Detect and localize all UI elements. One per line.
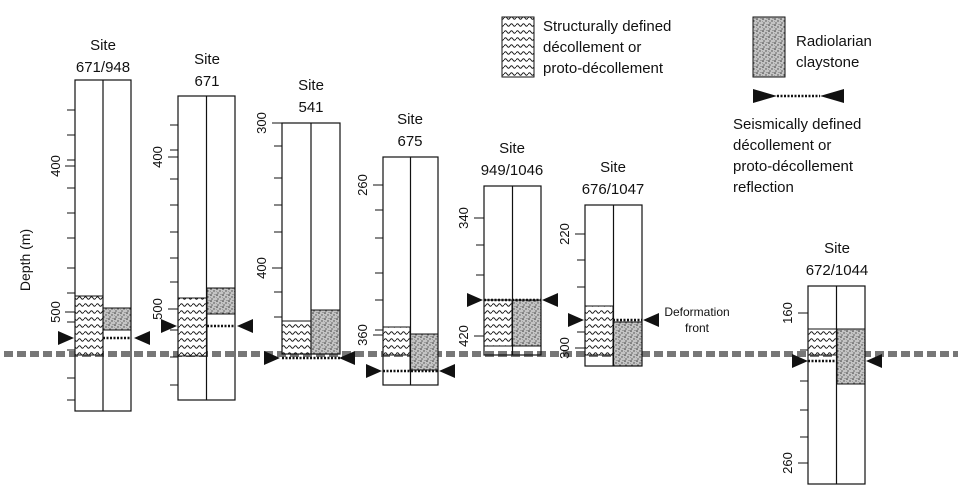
site-title-line: 676/1047 bbox=[582, 181, 645, 198]
site-title-line: Site bbox=[194, 51, 220, 68]
seismic-arrow-left bbox=[58, 331, 74, 345]
site-title-line: 541 bbox=[298, 99, 323, 116]
legend-seismic-line-2: décollement or bbox=[733, 137, 831, 154]
depth-tick-label: 160 bbox=[780, 302, 795, 324]
radiolarian-claystone-zone bbox=[511, 299, 542, 347]
legend-seismic-line-1: Seismically defined bbox=[733, 116, 861, 133]
structural-decollement-zone bbox=[807, 328, 838, 356]
legend-seismic-symbol bbox=[753, 89, 844, 103]
legend-structural-swatch bbox=[501, 16, 535, 78]
deformation-front-label-2: front bbox=[685, 321, 710, 335]
depth-tick-label: 260 bbox=[780, 452, 795, 474]
site-title-line: Site bbox=[397, 111, 423, 128]
legend-structural-line-1: Structurally defined bbox=[543, 18, 671, 35]
site-column-4: Site 675 260 360 bbox=[355, 111, 455, 386]
depth-tick-label: 400 bbox=[48, 155, 63, 177]
legend: Structurally defined décollement or prot… bbox=[501, 16, 872, 196]
legend-structural-line-3: proto-décollement bbox=[543, 60, 664, 77]
site-title-line: Site bbox=[298, 77, 324, 94]
site-title-line: Site bbox=[824, 240, 850, 257]
site-column-3: Site 541 300 400 bbox=[254, 77, 355, 365]
radiolarian-claystone-zone bbox=[310, 309, 341, 355]
radiolarian-claystone-zone bbox=[102, 307, 132, 331]
site-column-5: Site 949/1046 340 420 bbox=[456, 140, 558, 356]
legend-radiolarian-line-2: claystone bbox=[796, 54, 859, 71]
depth-tick-label: 420 bbox=[456, 325, 471, 347]
radiolarian-claystone-zone bbox=[836, 328, 866, 385]
seismic-arrow-left bbox=[264, 351, 280, 365]
depth-tick-label: 220 bbox=[557, 223, 572, 245]
structural-decollement-zone bbox=[281, 320, 312, 355]
depth-tick-label: 260 bbox=[355, 174, 370, 196]
seismic-arrow-right bbox=[643, 313, 659, 327]
seismic-arrow-right bbox=[439, 364, 455, 378]
structural-decollement-zone bbox=[74, 295, 104, 356]
depth-tick-label: 300 bbox=[557, 337, 572, 359]
site-title-line: Site bbox=[600, 159, 626, 176]
structural-decollement-zone bbox=[382, 326, 411, 356]
depth-tick-label: 400 bbox=[254, 257, 269, 279]
site-title-line: 672/1044 bbox=[806, 262, 869, 279]
legend-seismic-line-4: reflection bbox=[733, 179, 794, 196]
site-title-line: 671 bbox=[194, 73, 219, 90]
depth-tick-label: 400 bbox=[150, 146, 165, 168]
structural-decollement-zone bbox=[483, 299, 513, 347]
site-column-7: Site 672/1044 160 260 bbox=[780, 240, 882, 485]
structural-decollement-zone bbox=[584, 305, 614, 356]
seismic-arrow-right bbox=[339, 351, 355, 365]
site-column-6: Site 676/1047 220 300 bbox=[557, 159, 659, 367]
legend-structural-line-2: décollement or bbox=[543, 39, 641, 56]
depth-tick-label: 360 bbox=[355, 324, 370, 346]
depth-tick-label: 500 bbox=[150, 298, 165, 320]
seismic-arrow-right bbox=[542, 293, 558, 307]
site-columns: Site 671/948 400 500 Site 671 400 500 Site 541 300… bbox=[48, 37, 882, 485]
seismic-arrow-left bbox=[568, 313, 584, 327]
depth-axis-label: Depth (m) bbox=[17, 229, 33, 291]
radiolarian-claystone-zone bbox=[409, 333, 439, 371]
site-title-line: 949/1046 bbox=[481, 162, 544, 179]
site-column-1: Site 671/948 400 500 bbox=[48, 37, 150, 412]
site-title-line: Site bbox=[499, 140, 525, 157]
legend-seismic-line-3: proto-décollement bbox=[733, 158, 854, 175]
seismic-arrow-left bbox=[792, 354, 808, 368]
depth-tick-label: 300 bbox=[254, 112, 269, 134]
site-title-line: Site bbox=[90, 37, 116, 54]
depth-tick-label: 500 bbox=[48, 301, 63, 323]
seismic-arrow-right bbox=[237, 319, 253, 333]
seismic-arrow-left bbox=[366, 364, 382, 378]
seismic-arrow-right bbox=[866, 354, 882, 368]
structural-decollement-zone bbox=[177, 297, 208, 357]
seismic-arrow-right bbox=[134, 331, 150, 345]
site-title-line: 671/948 bbox=[76, 59, 130, 76]
site-title-line: 675 bbox=[397, 133, 422, 150]
seismic-arrow-left bbox=[161, 319, 177, 333]
radiolarian-claystone-zone bbox=[206, 287, 236, 315]
radiolarian-claystone-zone bbox=[612, 321, 643, 367]
legend-radiolarian-swatch bbox=[752, 16, 786, 78]
site-column-2: Site 671 400 500 bbox=[150, 51, 253, 401]
deformation-front-label-1: Deformation bbox=[664, 305, 729, 319]
depth-tick-label: 340 bbox=[456, 207, 471, 229]
seismic-arrow-left bbox=[467, 293, 483, 307]
legend-radiolarian-line-1: Radiolarian bbox=[796, 33, 872, 50]
